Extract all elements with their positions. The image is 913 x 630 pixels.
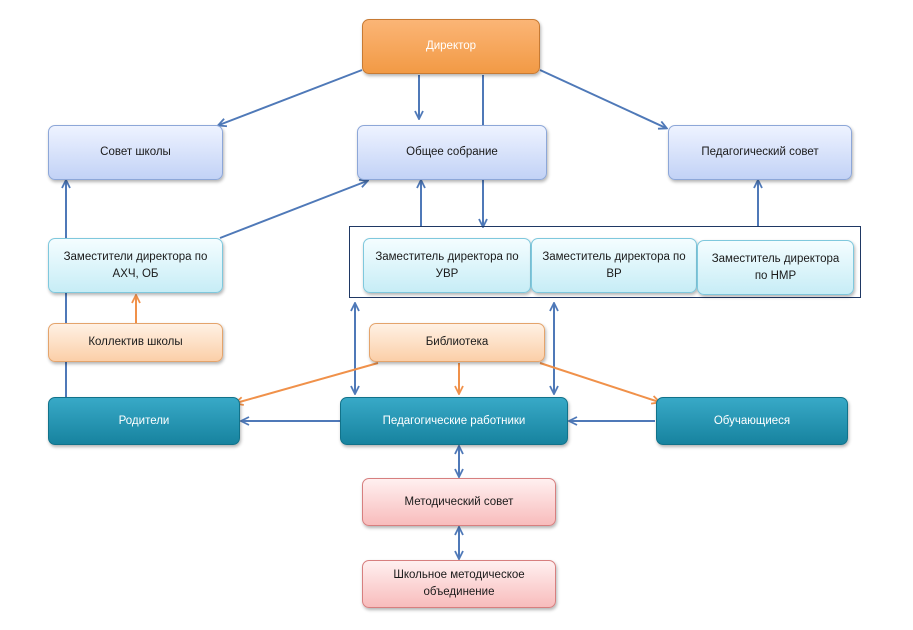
node-students: Обучающиеся: [656, 397, 848, 445]
node-deputy-uvr: Заместитель директора по УВР: [363, 238, 531, 293]
node-teachers: Педагогические работники: [340, 397, 568, 445]
node-director: Директор: [362, 19, 540, 74]
node-parents: Родители: [48, 397, 240, 445]
node-deputy-nmr: Заместитель директора по НМР: [697, 240, 854, 295]
deputies-group-frame: [349, 226, 861, 298]
arrow-director-to-school-council: [219, 69, 363, 125]
arrow-library-to-parents: [236, 362, 379, 403]
node-library: Библиотека: [369, 323, 545, 362]
node-methodical-council: Методический совет: [362, 478, 556, 526]
node-pedagogical-council: Педагогический совет: [668, 125, 852, 180]
arrow-library-to-students: [539, 362, 659, 402]
node-school-staff: Коллектив школы: [48, 323, 223, 362]
node-deputy-vr: Заместитель директора по ВР: [531, 238, 697, 293]
node-general-meeting: Общее собрание: [357, 125, 547, 180]
node-deputy-ahch: Заместители директора по АХЧ, ОБ: [48, 238, 223, 293]
arrow-deputy-ahch-to-general-meeting: [219, 181, 367, 239]
node-school-council: Совет школы: [48, 125, 223, 180]
node-school-methodical-association: Школьное методическое объединение: [362, 560, 556, 608]
arrow-director-to-pedagogical-council: [539, 69, 666, 128]
